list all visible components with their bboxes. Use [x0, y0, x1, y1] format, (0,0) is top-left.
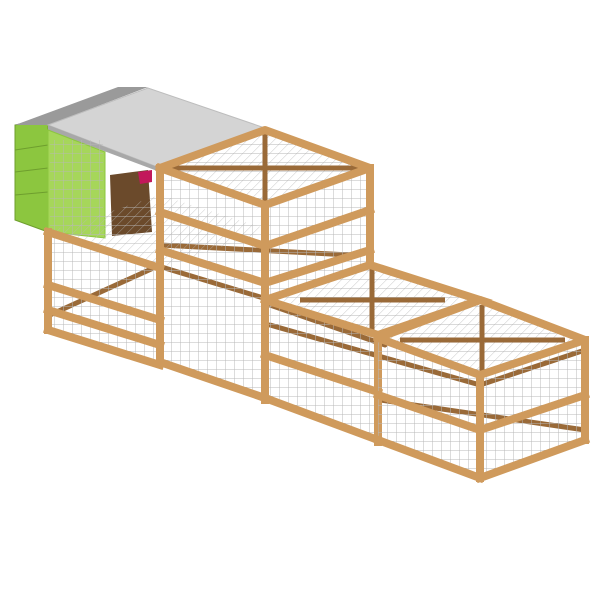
nest-box-accent — [138, 170, 152, 184]
right-top-braces — [400, 305, 565, 372]
left-section-frame — [42, 226, 166, 371]
tall-cage-front-mesh — [160, 172, 265, 395]
run-section-middle — [259, 260, 493, 446]
middle-top-braces — [300, 268, 445, 333]
hutch-roof-edge — [48, 125, 160, 172]
bottom-rails — [154, 296, 271, 404]
tall-cage-side-mesh — [265, 168, 370, 300]
hutch-roof-back — [15, 87, 148, 125]
hutch-green-side-panel — [14, 117, 49, 233]
right-frame — [372, 296, 591, 484]
run-section-tall — [154, 126, 376, 402]
tall-cage-top-braces — [160, 130, 370, 205]
hutch-green-slats — [14, 144, 49, 196]
run-section-right — [372, 296, 591, 484]
